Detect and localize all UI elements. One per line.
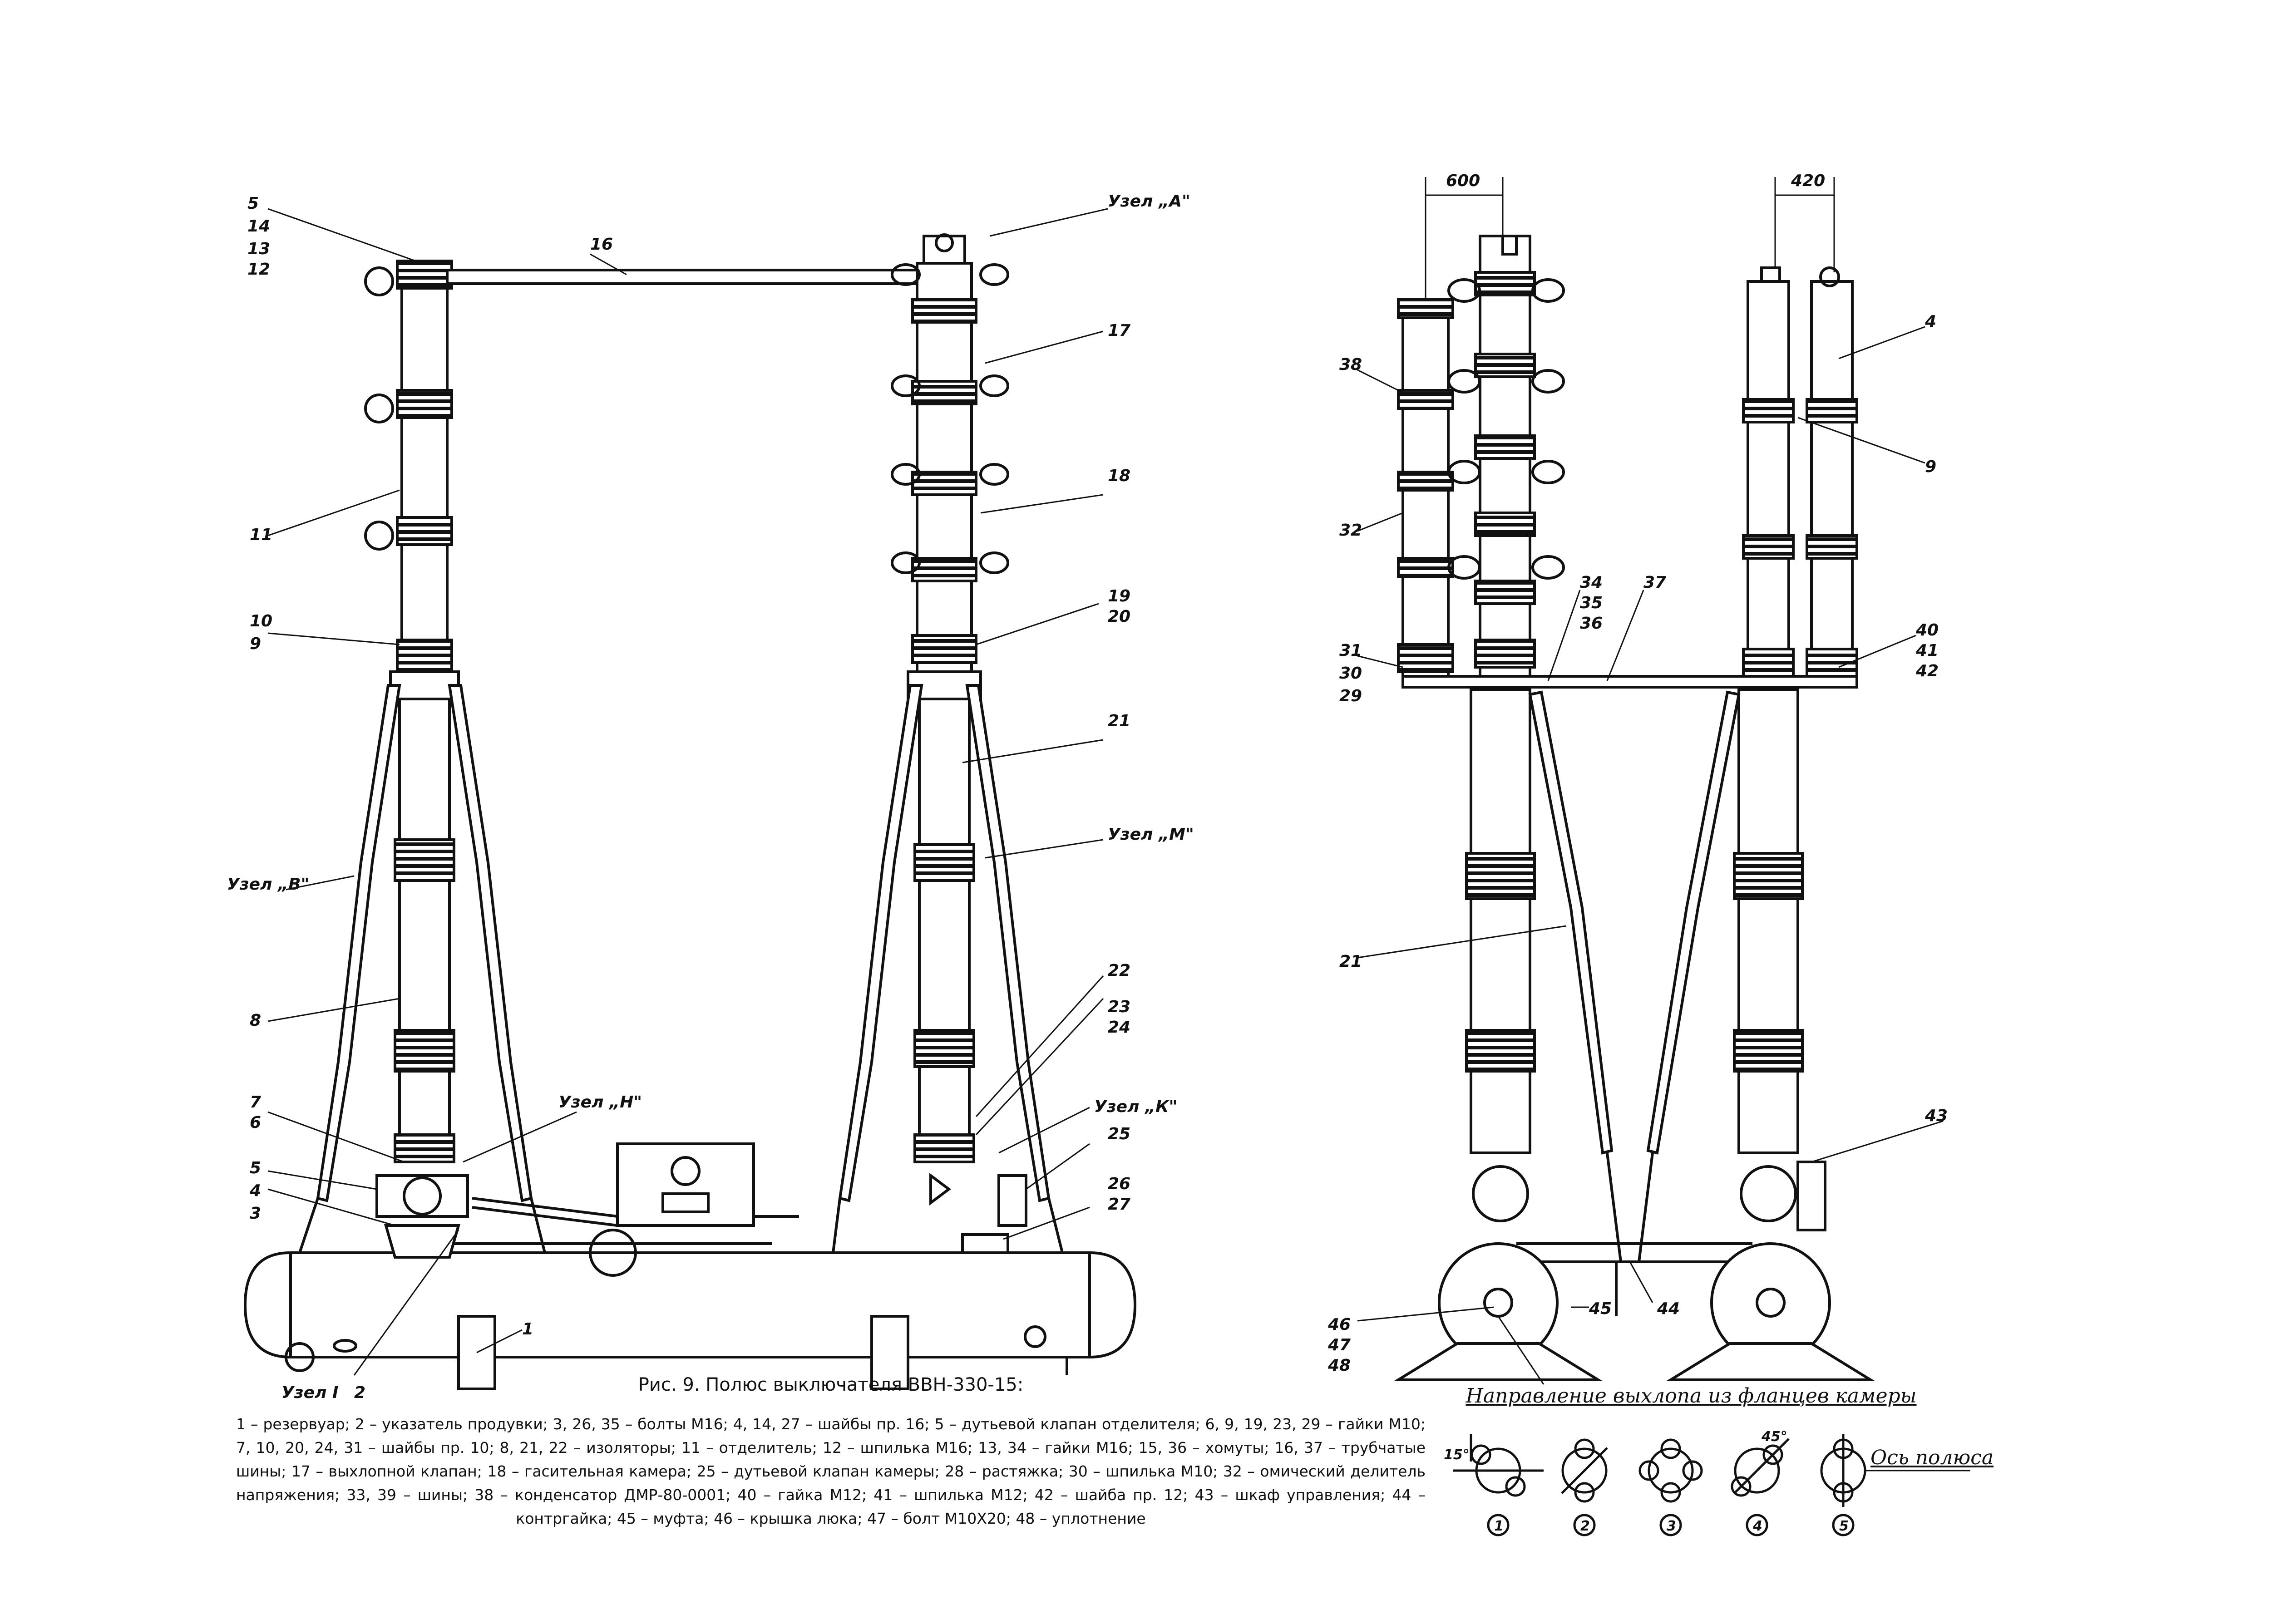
- callout-42: 42: [1915, 662, 1939, 680]
- flange-variant-4: [1731, 1438, 1790, 1536]
- callout-21: 21: [1108, 712, 1130, 730]
- callout-41: 41: [1915, 641, 1939, 660]
- callout-45: 45: [1589, 1299, 1612, 1318]
- callout-16: 16: [590, 235, 613, 254]
- callout-3: 3: [250, 1204, 261, 1223]
- callout-27: 27: [1108, 1195, 1130, 1214]
- callout-36: 36: [1580, 614, 1603, 633]
- callout-8: 8: [250, 1011, 261, 1030]
- flange-variant-5: [1820, 1434, 1866, 1536]
- variant-label-5: 5: [1839, 1518, 1849, 1534]
- node-label-b: Узел „В": [227, 875, 309, 894]
- callout-25: 25: [1108, 1125, 1130, 1143]
- callout-11: 11: [250, 526, 272, 544]
- dimension-420-label: 420: [1791, 172, 1825, 190]
- callout-10: 10: [250, 612, 272, 630]
- callout-40: 40: [1915, 621, 1939, 640]
- variant-label-3: 3: [1667, 1518, 1676, 1534]
- dimension-420: [1774, 177, 1835, 272]
- variant-label-4: 4: [1752, 1518, 1762, 1534]
- callout-34: 34: [1580, 573, 1603, 592]
- callout-32: 32: [1339, 521, 1362, 540]
- callout-19: 19: [1108, 587, 1130, 605]
- callout-24: 24: [1108, 1018, 1130, 1037]
- callout-9-right: 9: [1925, 458, 1936, 476]
- control-cabinet: [454, 1142, 799, 1277]
- flange-variant-3: [1638, 1438, 1703, 1536]
- callout-5: 5: [247, 194, 259, 213]
- callout-22: 22: [1108, 961, 1130, 980]
- figure-caption: Рис. 9. Полюс выключателя ВВН-330-15: 1 …: [236, 1374, 1426, 1530]
- node-label-m: Узел „М": [1108, 825, 1194, 844]
- callout-38: 38: [1339, 355, 1362, 374]
- callout-17: 17: [1108, 321, 1130, 340]
- flange-variant-2: [1561, 1438, 1608, 1536]
- callout-4-right: 4: [1925, 312, 1936, 331]
- callout-6: 6: [250, 1113, 261, 1132]
- flange-variant-1: [1453, 1434, 1544, 1536]
- callout-20: 20: [1108, 607, 1130, 626]
- callout-21-right: 21: [1339, 952, 1362, 971]
- angle-label-15: 15°: [1444, 1447, 1470, 1463]
- node-label-i: Узел I: [281, 1383, 338, 1402]
- callout-9: 9: [250, 635, 261, 653]
- callout-29: 29: [1339, 687, 1362, 705]
- callout-18: 18: [1108, 467, 1130, 485]
- pole-axis-label: Ось полюса: [1870, 1446, 1994, 1469]
- callout-2: 2: [354, 1383, 365, 1402]
- node-label-k: Узел „К": [1094, 1097, 1177, 1116]
- callout-7: 7: [250, 1093, 261, 1112]
- callout-44: 44: [1657, 1299, 1680, 1318]
- left-view: [243, 208, 1137, 1390]
- flange-direction-title: Направление выхлопа из фланцев камеры: [1466, 1384, 1917, 1407]
- breaker-column: [832, 233, 1064, 1254]
- variant-label-2: 2: [1580, 1518, 1590, 1534]
- figure-title: Рис. 9. Полюс выключателя ВВН-330-15:: [638, 1374, 1024, 1395]
- callout-14: 14: [247, 217, 270, 236]
- node-label-a: Узел „А": [1108, 192, 1190, 211]
- node-label-n: Узел „Н": [558, 1093, 642, 1112]
- flange-diagrams: [1453, 1434, 1970, 1536]
- callout-12: 12: [247, 260, 270, 279]
- callout-31: 31: [1339, 641, 1362, 660]
- callout-37: 37: [1643, 573, 1666, 592]
- callout-5b: 5: [250, 1159, 261, 1177]
- callout-13: 13: [247, 240, 270, 258]
- tubular-bus: [446, 269, 918, 285]
- callout-1: 1: [522, 1320, 533, 1339]
- callout-35: 35: [1580, 594, 1603, 612]
- callout-4: 4: [249, 1181, 261, 1200]
- dimension-600-label: 600: [1446, 172, 1480, 190]
- angle-label-45: 45°: [1761, 1429, 1787, 1445]
- right-view: [1357, 177, 1944, 1385]
- callout-23: 23: [1108, 998, 1130, 1016]
- callout-26: 26: [1108, 1175, 1130, 1193]
- callout-47: 47: [1327, 1336, 1351, 1354]
- callout-46: 46: [1327, 1315, 1351, 1334]
- separator-column: [298, 260, 546, 1259]
- reservoir: [243, 1251, 1137, 1390]
- callout-48: 48: [1327, 1356, 1351, 1375]
- figure-legend: 1 – резервуар; 2 – указатель продувки; 3…: [236, 1415, 1426, 1527]
- callout-30: 30: [1339, 664, 1362, 683]
- callout-43: 43: [1925, 1107, 1948, 1125]
- variant-label-1: 1: [1494, 1518, 1504, 1534]
